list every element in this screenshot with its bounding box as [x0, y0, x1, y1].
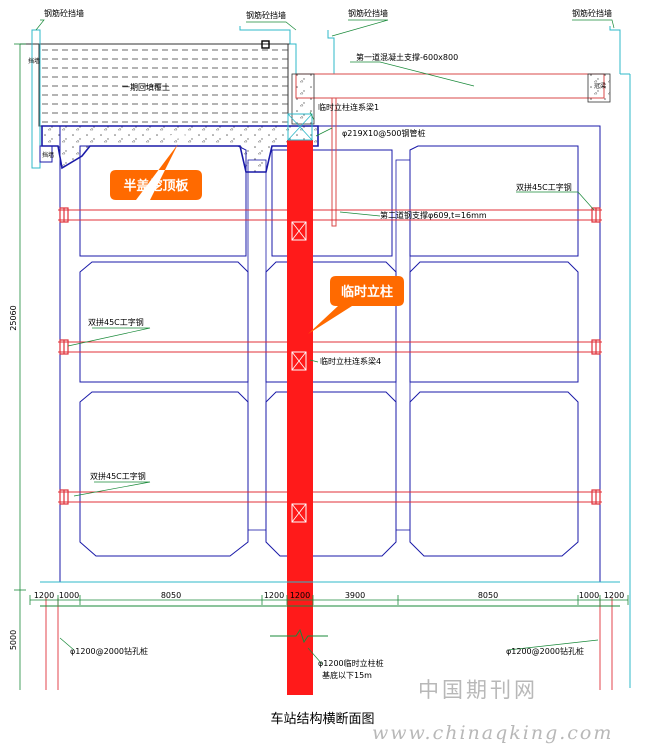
roof-slab — [41, 125, 600, 173]
label-pile-depth: 基底以下15m — [322, 670, 372, 680]
label-temp-tie-1: 临时立柱连系梁1 — [318, 102, 379, 112]
dim-width-3: 1200 — [264, 591, 284, 600]
callout-temp-column-text: 临时立柱 — [341, 284, 393, 300]
label-wall-top-4: 钢筋砼挡墙 — [572, 8, 612, 18]
callout-temp-column: 临时立柱 — [308, 276, 404, 334]
callout-half-cover-text: 半盖挖顶板 — [123, 178, 189, 194]
label-temp-column-pile: φ1200临时立柱桩 — [318, 658, 384, 668]
steel-supports — [58, 209, 602, 503]
label-wall-top-2: 钢筋砼挡墙 — [246, 10, 286, 20]
label-bored-pile-right: φ1200@2000钻孔桩 — [506, 646, 584, 656]
temporary-column — [287, 113, 313, 695]
station-outer-frame — [59, 125, 601, 583]
leader-lines — [35, 19, 615, 665]
dim-height-bottom: 5000 — [9, 630, 18, 650]
i-beam-markers — [59, 207, 601, 505]
label-crown-beam: 冠梁 — [594, 82, 606, 90]
label-bored-pile-left: φ1200@2000钻孔桩 — [70, 646, 148, 656]
dim-height-total: 25060 — [9, 305, 18, 330]
dim-width-5: 3900 — [345, 591, 365, 600]
label-wall-top-1: 钢筋砼挡墙 — [44, 8, 84, 18]
label-first-support: 第一道混凝土支撑-600x800 — [356, 52, 458, 62]
callout-half-cover: 半盖挖顶板 — [110, 144, 202, 200]
backfill-soil — [20, 40, 290, 127]
watermark-url: www.chinaqking.com — [372, 722, 614, 744]
label-wall-side: 挡墙 — [28, 57, 40, 65]
label-backfill: 一期回填覆土 — [122, 82, 170, 92]
structure-cells — [79, 145, 579, 557]
label-wall-side-lower: 挡墙 — [42, 151, 54, 159]
watermark-cn: 中国期刊网 — [418, 678, 538, 702]
label-roof-slab: 盖挖顶板 — [158, 130, 190, 140]
bored-piles — [40, 581, 620, 690]
steel-pipe-pile — [331, 97, 337, 227]
label-second-support: 第二道钢支撑φ609,t=16mm — [380, 210, 487, 220]
label-steel-pipe-pile: φ219X10@500钢管桩 — [342, 128, 425, 138]
dim-width-4: 1200 — [290, 591, 310, 600]
label-i-beam-3: 双拼45C工字钢 — [90, 471, 146, 481]
dim-width-2: 8050 — [161, 591, 181, 600]
label-wall-top-3: 钢筋砼挡墙 — [348, 8, 388, 18]
label-i-beam-1: 双拼45C工字钢 — [516, 182, 572, 192]
dim-width-7: 1000 — [579, 591, 599, 600]
figure-caption: 车站结构横断面图 — [270, 712, 375, 727]
label-i-beam-2: 双拼45C工字钢 — [88, 317, 144, 327]
dimension-lines — [14, 43, 629, 690]
dim-width-1: 1000 — [59, 591, 79, 600]
dim-width-0: 1200 — [34, 591, 54, 600]
top-walls — [239, 26, 621, 74]
dim-width-8: 1200 — [604, 591, 624, 600]
break-symbol — [270, 628, 328, 644]
label-temp-tie-4: 临时立柱连系梁4 — [320, 356, 381, 366]
dim-width-6: 8050 — [478, 591, 498, 600]
